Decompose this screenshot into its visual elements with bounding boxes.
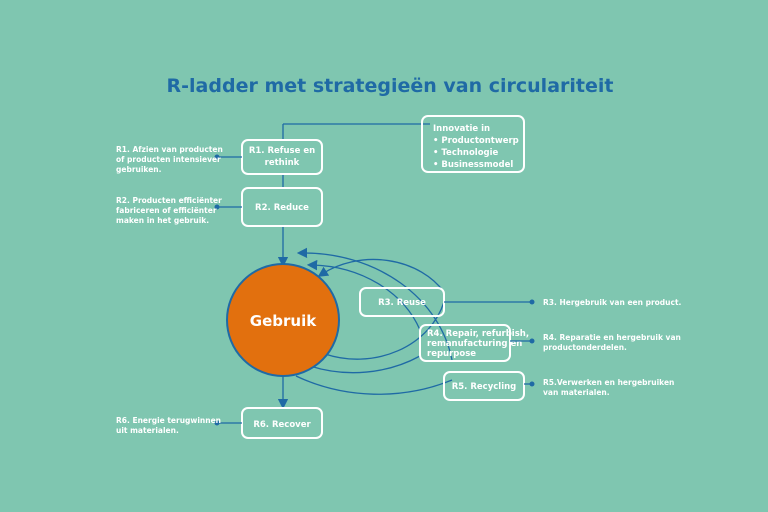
svg-text:Gebruik: Gebruik bbox=[250, 312, 317, 330]
gebruik-circle: Gebruik bbox=[226, 263, 340, 377]
svg-text:productonderdelen.: productonderdelen. bbox=[543, 343, 627, 352]
svg-text:R6. Recover: R6. Recover bbox=[253, 420, 311, 430]
svg-text:of producten intensiever: of producten intensiever bbox=[116, 155, 221, 164]
circular-loops bbox=[295, 247, 453, 395]
r4-box: R4. Repair, refurbish, remanufacturing e… bbox=[419, 324, 529, 362]
svg-text:van materialen.: van materialen. bbox=[543, 388, 610, 397]
r5-box: R5. Recycling bbox=[443, 371, 525, 401]
svg-text:remanufacturing en: remanufacturing en bbox=[427, 339, 522, 349]
innovation-box: Innovatie in • Productontwerp • Technolo… bbox=[421, 115, 525, 173]
svg-text:Innovatie in: Innovatie in bbox=[433, 124, 490, 134]
svg-text:R2. Producten efficiënter: R2. Producten efficiënter bbox=[116, 196, 222, 205]
r6-box: R6. Recover bbox=[241, 407, 323, 439]
svg-text:• Productontwerp: • Productontwerp bbox=[433, 136, 519, 146]
r2-box: R2. Reduce bbox=[241, 187, 323, 227]
svg-text:maken in het gebruik.: maken in het gebruik. bbox=[116, 216, 209, 225]
svg-text:rethink: rethink bbox=[265, 158, 300, 168]
svg-text:gebruiken.: gebruiken. bbox=[116, 165, 162, 174]
svg-text:R6. Energie terugwinnen: R6. Energie terugwinnen bbox=[116, 416, 221, 425]
svg-text:R4. Repair, refurbish,: R4. Repair, refurbish, bbox=[427, 329, 529, 339]
svg-text:R1. Afzien van producten: R1. Afzien van producten bbox=[116, 145, 223, 154]
diagram-title: R-ladder met strategieën van circularite… bbox=[167, 75, 614, 97]
svg-text:R5. Recycling: R5. Recycling bbox=[452, 382, 517, 392]
svg-text:uit materialen.: uit materialen. bbox=[116, 426, 179, 435]
note-r1: R1. Afzien van producten of producten in… bbox=[116, 145, 242, 174]
svg-text:R1. Refuse en: R1. Refuse en bbox=[249, 146, 315, 156]
note-r5: R5.Verwerken en hergebruiken van materia… bbox=[524, 378, 674, 397]
svg-text:• Technologie: • Technologie bbox=[433, 148, 499, 158]
note-r2: R2. Producten efficiënter fabriceren of … bbox=[116, 196, 242, 225]
r3-box: R3. Reuse bbox=[359, 287, 445, 317]
note-r4: R4. Reparatie en hergebruik van producto… bbox=[510, 333, 681, 352]
note-r6: R6. Energie terugwinnen uit materialen. bbox=[116, 416, 242, 435]
svg-text:R2. Reduce: R2. Reduce bbox=[255, 203, 309, 213]
svg-text:R3. Hergebruik van een product: R3. Hergebruik van een product. bbox=[543, 298, 682, 307]
note-r3: R3. Hergebruik van een product. bbox=[444, 298, 682, 307]
svg-text:R3. Reuse: R3. Reuse bbox=[378, 298, 426, 308]
r1-box: R1. Refuse en rethink bbox=[241, 139, 323, 175]
svg-text:• Businessmodel: • Businessmodel bbox=[433, 160, 513, 170]
svg-text:R5.Verwerken en hergebruiken: R5.Verwerken en hergebruiken bbox=[543, 378, 674, 387]
svg-text:fabriceren of efficiënter: fabriceren of efficiënter bbox=[116, 206, 217, 215]
svg-text:repurpose: repurpose bbox=[427, 349, 476, 359]
svg-text:R4. Reparatie en hergebruik va: R4. Reparatie en hergebruik van bbox=[543, 333, 681, 342]
